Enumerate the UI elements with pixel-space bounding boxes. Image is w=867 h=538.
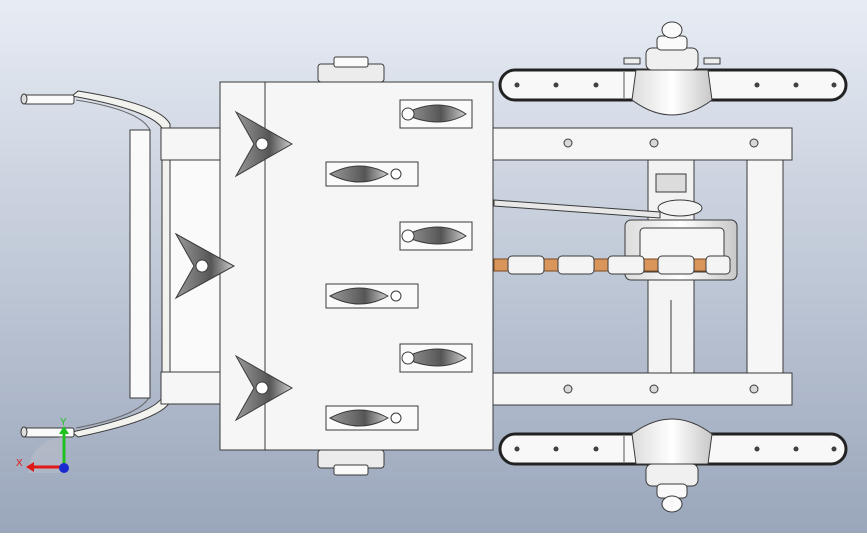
drive-chain[interactable] [493, 255, 731, 275]
cultivator-assembly[interactable] [20, 21, 848, 513]
body-tine-2[interactable] [325, 161, 419, 187]
body-tine-5[interactable] [399, 343, 473, 373]
x-axis-label: X [16, 458, 23, 469]
rear-tine-top[interactable] [234, 110, 294, 178]
bottom-shaft-boss[interactable] [317, 449, 385, 476]
wheel-top[interactable] [498, 21, 848, 116]
body-tine-6[interactable] [325, 405, 419, 431]
wheel-bottom[interactable] [498, 418, 848, 513]
body-tine-3[interactable] [399, 221, 473, 251]
body-tine-4[interactable] [325, 283, 419, 309]
drive-belt[interactable] [493, 199, 703, 219]
y-axis-label: Y [60, 417, 67, 428]
body-tine-1[interactable] [399, 99, 473, 129]
frame-rail-bottom[interactable] [492, 372, 793, 406]
coordinate-triad: X Y [16, 417, 69, 473]
frame-upright-right[interactable] [746, 159, 784, 374]
z-axis-dot [59, 463, 69, 473]
top-shaft-boss[interactable] [317, 56, 385, 83]
rear-tine-middle[interactable] [174, 232, 236, 300]
frame-rail-top[interactable] [492, 127, 793, 161]
rear-tine-bottom[interactable] [234, 354, 294, 422]
rail-bolts [563, 138, 759, 394]
